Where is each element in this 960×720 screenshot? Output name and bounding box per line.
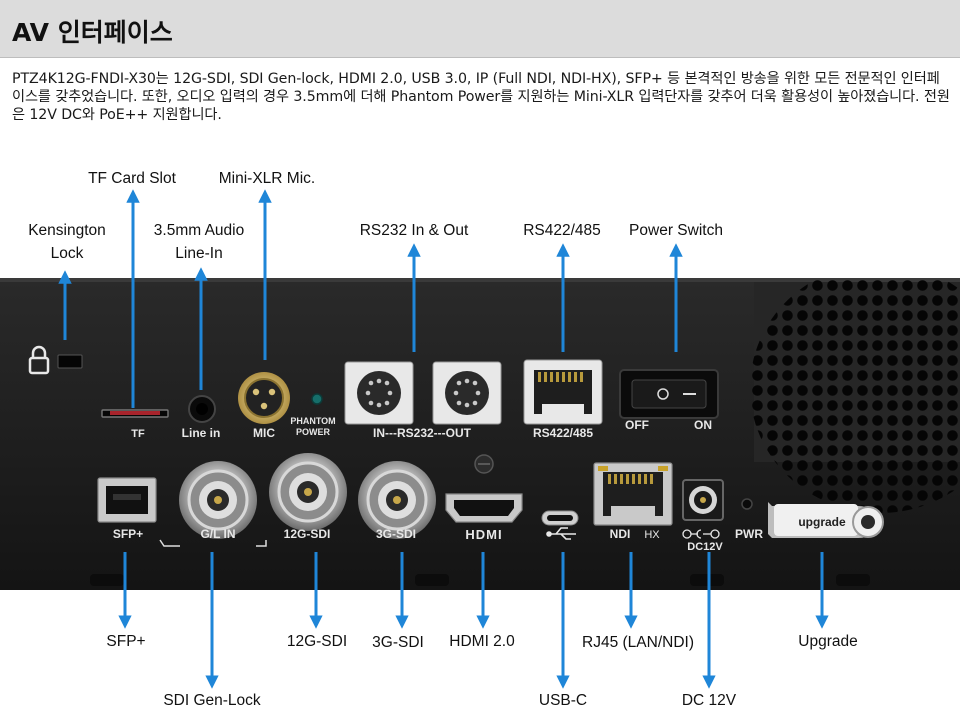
callout-mini-xlr: Mini-XLR Mic. [218,170,316,187]
callout-sfp: SFP+ [106,633,146,650]
callout-tf-card-slot: TF Card Slot [88,170,176,187]
upgrade-button [768,502,884,538]
line-in-jack [188,395,216,423]
bnc-12g-sdi [269,453,347,531]
panel-screw [474,454,494,474]
hdmi-port [445,493,523,523]
panel-label-tf: TF [131,428,145,440]
bnc-3g-sdi [358,461,436,539]
callout-rs422: RS422/485 [523,222,601,239]
page-title: AV 인터페이스 [12,18,173,47]
panel-label-ndi: NDI [610,527,631,541]
panel-label-hx: HX [644,529,660,541]
callout-kensington-lock: Kensington Lock [28,222,106,262]
callout-rj45: RJ45 (LAN/NDI) [582,634,694,651]
callout-upgrade: Upgrade [798,633,858,650]
description-text: PTZ4K12G-FNDI-X30는 12G-SDI, SDI Gen-lock… [12,71,950,123]
panel-label-dc12v: DC12V [687,541,723,553]
panel-label-on: ON [694,418,712,432]
callout-3g-sdi: 3G-SDI [372,634,424,651]
callout-audio-line-in: 3.5mm Audio Line-In [153,222,245,262]
rj45-port [593,462,673,526]
callout-usb-c: USB-C [538,692,588,709]
panel-label-hdmi: HDMI [465,527,502,542]
sfp-port [97,477,157,523]
page-header: AV 인터페이스 [0,0,960,58]
panel-label-power: POWER [296,427,331,437]
panel-label-sfp: SFP+ [113,527,143,541]
power-switch [619,369,719,419]
callout-hdmi: HDMI 2.0 [449,633,515,650]
panel-label-3g-sdi: 3G-SDI [376,527,416,541]
kensington-lock-icon [28,345,83,375]
panel-label-phantom: PHANTOM [290,416,335,426]
usb-c-port [541,510,579,526]
callout-rs232: RS232 In & Out [359,222,469,239]
panel-label-line-in: Line in [182,426,221,440]
vent-grille [750,278,960,513]
panel-label-12g-sdi: 12G-SDI [284,527,331,541]
rs422-port [523,359,603,425]
callout-sdi-genlock: SDI Gen-Lock [163,692,261,709]
phantom-led [311,393,323,405]
panel-label-gl-in: G/L IN [200,527,235,541]
mini-xlr-connector [238,372,290,424]
usb-icon [546,527,576,540]
dc-polarity-icon [682,529,720,539]
rs232-in-port [344,361,414,425]
panel-label-rs422: RS422/485 [533,426,593,440]
tf-card-slot [101,409,169,418]
callout-dc12v: DC 12V [681,692,737,709]
panel-label-mic: MIC [253,426,275,440]
dc-power-jack [682,479,724,521]
pwr-led [741,498,753,510]
rs232-out-port [432,361,502,425]
callout-power-switch: Power Switch [629,222,723,239]
device-rear-panel: TF Line in MIC PHANTOM POWER [0,278,960,590]
panel-label-pwr: PWR [735,527,763,541]
callout-12g-sdi: 12G-SDI [286,633,348,650]
bnc-genlock [179,461,257,539]
panel-label-rs232: IN---RS232---OUT [373,426,472,440]
panel-label-upgrade: upgrade [798,515,846,529]
panel-label-off: OFF [625,418,649,432]
